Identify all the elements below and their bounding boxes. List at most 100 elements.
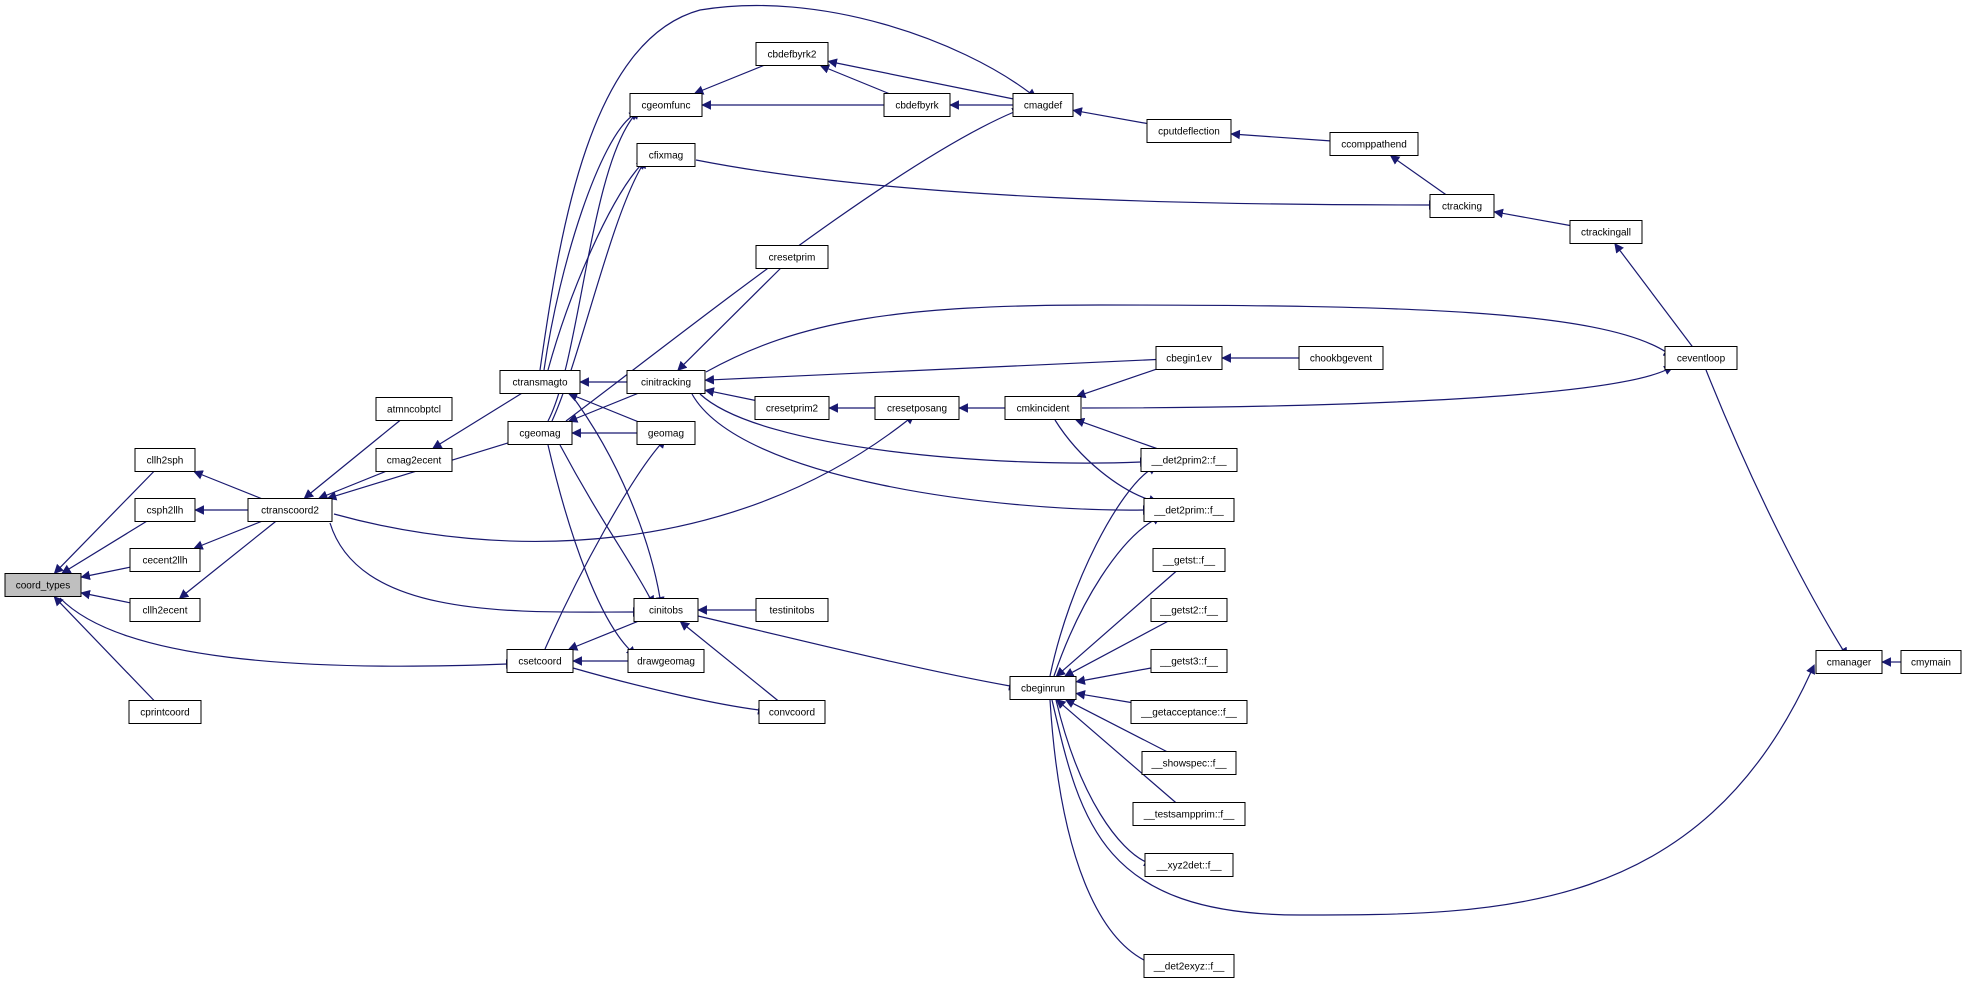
node-cmanager[interactable]: cmanager [1815,650,1883,674]
node-label: __getst::f__ [1162,556,1216,567]
node-xyz2det[interactable]: __xyz2det::f__ [1144,853,1234,877]
edge-cgeomag-cinitobs [559,444,655,606]
node-cputdeflection[interactable]: cputdeflection [1146,119,1232,143]
edge-cbeginrun-getst [1055,571,1177,677]
node-det2prim2[interactable]: __det2prim2::f__ [1140,448,1238,472]
node-cprintcoord[interactable]: cprintcoord [128,700,202,724]
edge-ctransmagto-cfixmag [547,159,646,371]
node-getst[interactable]: __getst::f__ [1152,548,1226,572]
node-cbegin1ev[interactable]: cbegin1ev [1155,346,1223,370]
node-cmagdef[interactable]: cmagdef [1012,93,1074,117]
node-cresetprim[interactable]: cresetprim [755,245,829,269]
node-csetcoord[interactable]: csetcoord [506,649,574,673]
edge-cinitracking-cbegin1ev [704,358,1157,385]
node-ccomppathend[interactable]: ccomppathend [1329,132,1419,156]
node-coord_types[interactable]: coord_types [4,573,82,597]
node-label: cbegin1ev [1166,354,1212,365]
node-label: __showspec::f__ [1150,759,1226,770]
node-label: cputdeflection [1158,127,1220,138]
node-ceventloop[interactable]: ceventloop [1664,346,1738,370]
node-drawgeomag[interactable]: drawgeomag [627,649,705,673]
node-ctrackingall[interactable]: ctrackingall [1569,220,1643,244]
node-cmkincident[interactable]: cmkincident [1004,396,1082,420]
node-cllh2sph[interactable]: cllh2sph [134,448,196,472]
node-box [755,42,829,66]
edge-cbeginrun-det2exyz [1049,699,1156,966]
edge-coord_types-cecent2llh [80,566,131,581]
edge-cmagdef-cputdeflection [1072,107,1148,125]
node-cgeomfunc[interactable]: cgeomfunc [629,93,703,117]
node-testsampprim[interactable]: __testsampprim::f__ [1132,802,1246,826]
node-box [1144,853,1234,877]
node-ctracking[interactable]: ctracking [1429,194,1495,218]
node-box [1143,498,1235,522]
node-label: chookbgevent [1310,354,1372,365]
node-box [633,598,699,622]
node-cresetprim2[interactable]: cresetprim2 [754,396,830,420]
node-testinitobs[interactable]: testinitobs [755,598,829,622]
node-box [1004,396,1082,420]
node-cmymain[interactable]: cmymain [1900,650,1962,674]
edge-cmkincident-cbegin1ev [1075,368,1157,399]
node-cinitracking[interactable]: cinitracking [626,370,706,394]
node-label: ceventloop [1677,354,1726,365]
node-det2exyz[interactable]: __det2exyz::f__ [1143,954,1235,978]
node-getacceptance[interactable]: __getacceptance::f__ [1130,700,1248,724]
node-cbdefbyrk2[interactable]: cbdefbyrk2 [755,42,829,66]
node-box [1329,132,1419,156]
node-ctransmagto[interactable]: ctransmagto [499,370,581,394]
node-label: cmag2ecent [387,456,442,467]
node-box [629,93,703,117]
edge-cbeginrun-testsampprim [1055,699,1177,803]
node-box [128,700,202,724]
node-label: __getst3::f__ [1159,657,1218,668]
node-cecent2llh[interactable]: cecent2llh [129,548,201,572]
edge-cllh2ecent-ctranscoord2 [178,521,276,599]
node-atmncobptcl[interactable]: atmncobptcl [375,397,453,421]
edge-ccomppathend-ctracking [1389,155,1447,195]
edge-ctranscoord2-cinitobs [329,522,643,617]
node-box [134,498,196,522]
node-cfixmag[interactable]: cfixmag [636,143,696,167]
edge-cmkincident-ceventloop [1081,366,1674,409]
node-chookbgevent[interactable]: chookbgevent [1298,346,1384,370]
node-convcoord[interactable]: convcoord [758,700,826,724]
node-box [247,498,333,522]
edge-ctranscoord2-cresetposang [333,414,915,542]
node-cinitobs[interactable]: cinitobs [633,598,699,622]
node-cbdefbyrk[interactable]: cbdefbyrk [883,93,951,117]
node-showspec[interactable]: __showspec::f__ [1141,751,1237,775]
edge-coord_types-cllh2sph [53,471,155,574]
edge-cgeomag-drawgeomag [547,444,637,657]
node-label: testinitobs [769,606,814,617]
node-cbeginrun[interactable]: cbeginrun [1009,676,1077,700]
edge-cbeginrun-det2prim [1053,515,1162,677]
node-csph2llh[interactable]: csph2llh [134,498,196,522]
node-box [883,93,951,117]
node-label: cbdefbyrk2 [768,50,817,61]
node-geomag[interactable]: geomag [636,421,696,445]
edge-cmkincident-det2prim [1054,419,1159,505]
node-getst3[interactable]: __getst3::f__ [1150,649,1228,673]
node-ctranscoord2[interactable]: ctranscoord2 [247,498,333,522]
node-getst2[interactable]: __getst2::f__ [1150,598,1228,622]
node-cmag2ecent[interactable]: cmag2ecent [375,448,453,472]
node-label: cgeomag [519,429,560,440]
node-det2prim[interactable]: __det2prim::f__ [1143,498,1235,522]
edge-cbeginrun-getst2 [1063,620,1168,677]
node-cgeomag[interactable]: cgeomag [507,421,573,445]
edge-ctranscoord2-atmncobptcl [303,420,401,499]
node-cresetposang[interactable]: cresetposang [874,396,960,420]
edge-cgeomag-cinitracking [567,392,638,423]
node-label: csetcoord [518,657,561,668]
node-box [375,397,453,421]
edge-csetcoord-geomag [544,438,666,650]
node-label: coord_types [16,581,70,592]
node-box [1150,598,1228,622]
node-cllh2ecent[interactable]: cllh2ecent [129,598,201,622]
edge-cinitobs-convcoord [679,621,779,701]
node-label: atmncobptcl [387,405,441,416]
edge-csetcoord-cinitobs [567,620,638,651]
edge-ctransmagto-cinitobs [569,392,665,607]
node-label: __xyz2det::f__ [1155,861,1221,872]
